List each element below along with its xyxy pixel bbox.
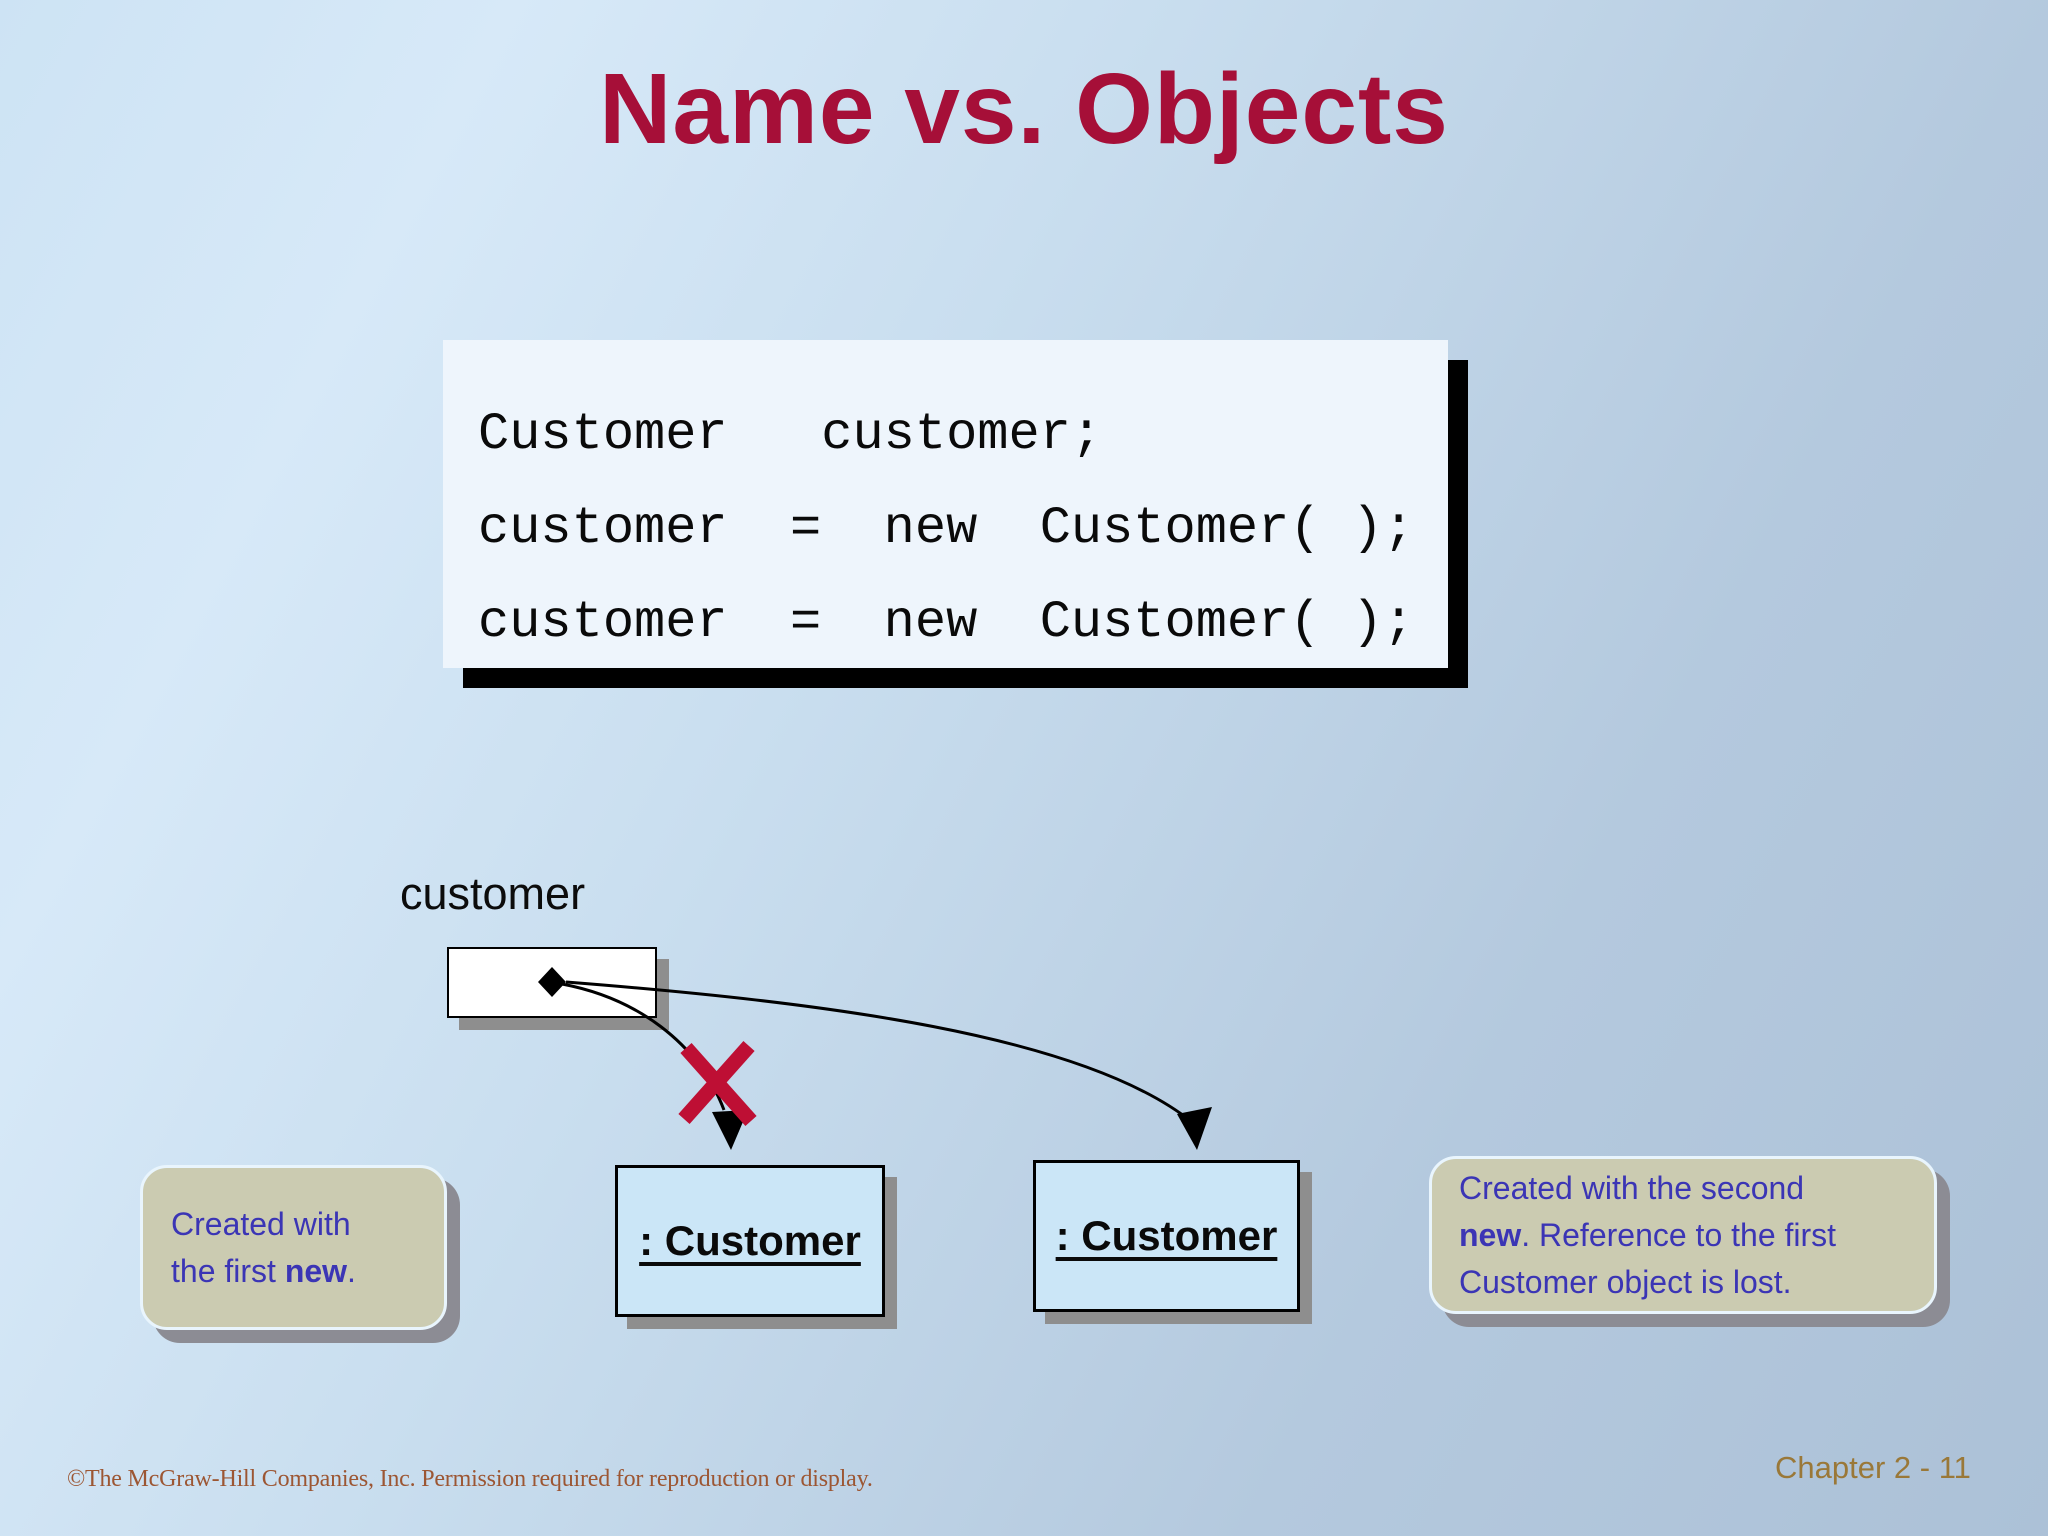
customer-object-box-second: : Customer (1033, 1160, 1300, 1312)
slide-title: Name vs. Objects (599, 53, 1449, 165)
copyright-notice: ©The McGraw-Hill Companies, Inc. Permiss… (67, 1466, 873, 1492)
code-line-1: Customer customer; (478, 405, 1103, 464)
code-line-3: customer = new Customer( ); (478, 593, 1415, 652)
customer-object-label: : Customer (639, 1217, 861, 1264)
callout-second-new: Created with the second new. Reference t… (1429, 1156, 1937, 1314)
customer-object-label: : Customer (1055, 1212, 1278, 1259)
arrow-to-second-object (565, 980, 1193, 1124)
variable-name-label: customer (400, 868, 586, 919)
variable-reference-box (447, 947, 657, 1018)
arrowhead-second-object-icon (1177, 1107, 1212, 1150)
page-number: Chapter 2 - 11 (1775, 1450, 1971, 1485)
customer-object-box-first: : Customer (615, 1165, 885, 1317)
callout-first-new-text: Created with the first new. (171, 1205, 356, 1289)
code-line-2: customer = new Customer( ); (478, 499, 1415, 558)
red-x-crossout-icon (680, 1043, 757, 1126)
callout-first-new: Created with the first new. (140, 1165, 447, 1330)
callout-second-new-text: Created with the second new. Reference t… (1459, 1169, 1837, 1300)
arrowhead-first-object-icon (712, 1110, 748, 1150)
red-x-crossout-icon (678, 1041, 755, 1124)
code-snippet-box: Customer customer; customer = new Custom… (443, 340, 1448, 668)
